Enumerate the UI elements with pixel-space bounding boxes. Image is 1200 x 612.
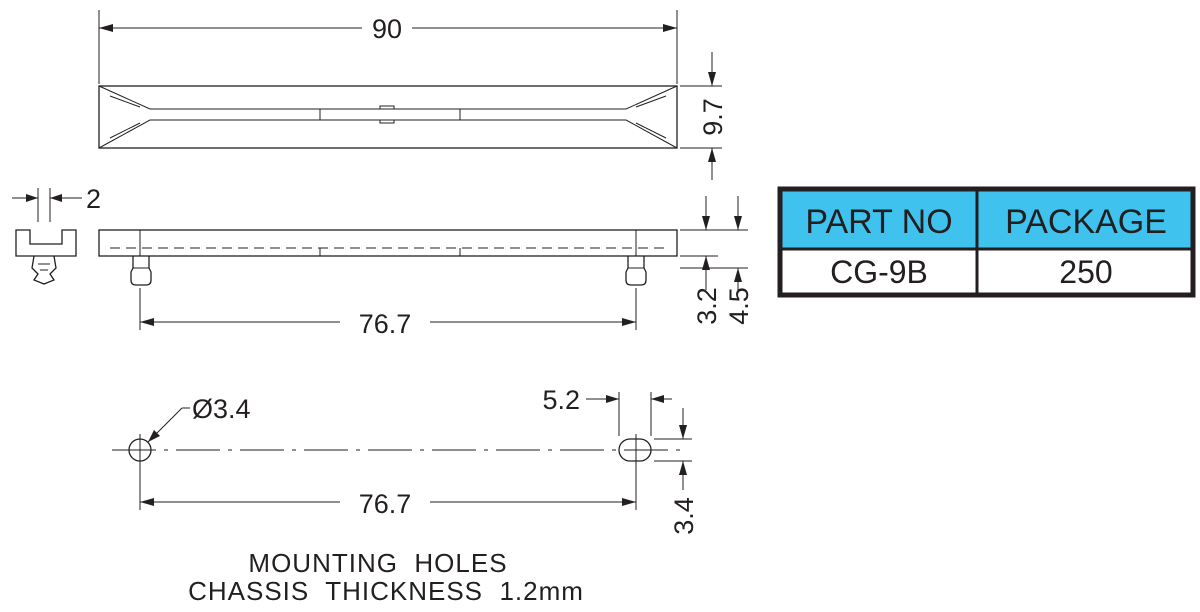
dimension-slot-length: 5.2: [542, 385, 672, 436]
dimension-clip-width: 2: [12, 184, 101, 222]
dim-76-7-holes-label: 76.7: [359, 489, 412, 519]
dimension-slot-width: 3.4: [654, 408, 699, 535]
part-table: PART NO PACKAGE CG-9B 250: [777, 186, 1196, 298]
table-header-package: PACKAGE: [1005, 203, 1167, 241]
note-chassis-thickness: CHASSIS THICKNESS 1.2mm: [188, 576, 584, 606]
side-view: [98, 229, 678, 286]
slot-hole: [618, 438, 652, 462]
dimension-hole-diameter: Ø3.4: [147, 394, 251, 443]
note-mounting-holes: MOUNTING HOLES: [248, 548, 507, 578]
top-view: [98, 85, 678, 149]
end-view: [15, 229, 77, 285]
dim-hole-diameter-label: Ø3.4: [192, 394, 251, 424]
mounting-holes-view: [112, 434, 680, 466]
table-header-bg: [780, 189, 1193, 249]
dim-3-4-label: 3.4: [669, 497, 699, 535]
dim-90-label: 90: [372, 14, 402, 44]
table-cell-part-no: CG-9B: [830, 254, 928, 290]
dim-4-5-label: 4.5: [724, 287, 754, 325]
dim-3-2-label: 3.2: [692, 287, 722, 325]
table-header-part-no: PART NO: [805, 203, 952, 241]
notes: MOUNTING HOLES CHASSIS THICKNESS 1.2mm: [188, 548, 584, 606]
dim-9-7-label: 9.7: [698, 98, 728, 136]
dimension-height-top: 9.7: [680, 52, 728, 180]
table-cell-package: 250: [1059, 254, 1112, 290]
dimension-overall-length: 90: [98, 10, 678, 84]
dimension-side-heights: 3.2 4.5: [680, 196, 754, 325]
dim-5-2-label: 5.2: [542, 385, 580, 415]
dim-2-label: 2: [86, 184, 101, 214]
dimension-hole-spacing: 76.7: [139, 466, 637, 519]
dim-76-7-side-label: 76.7: [359, 309, 412, 339]
dimension-pin-spacing: 76.7: [139, 288, 637, 339]
